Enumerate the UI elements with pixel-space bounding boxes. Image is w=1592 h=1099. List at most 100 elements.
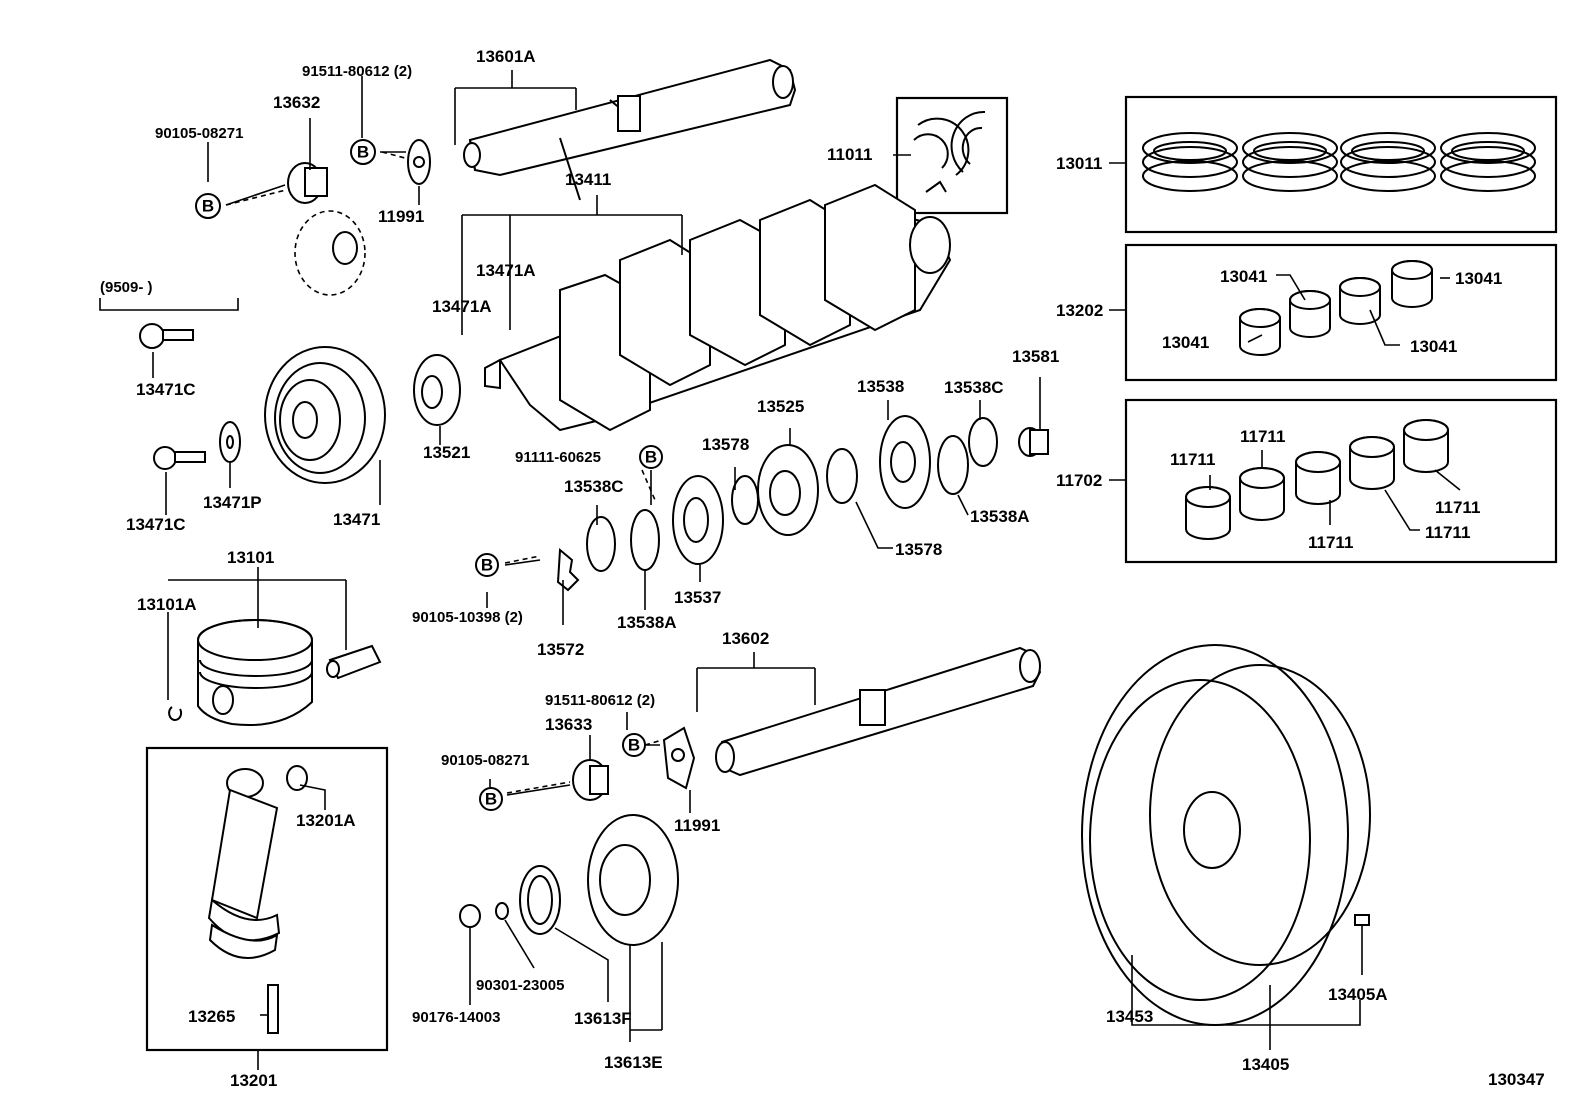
label-13632: 13632 — [273, 93, 320, 112]
label-13581: 13581 — [1012, 347, 1059, 366]
connecting-rod-icon — [207, 765, 308, 1034]
flywheel-icon — [1081, 644, 1371, 1026]
label-13613F: 13613F — [574, 1009, 632, 1028]
balance-shaft-upper-icon — [463, 58, 797, 201]
main-bearing-shell-icon — [1185, 419, 1449, 540]
ref-marker-b-6: B — [479, 787, 503, 811]
thrust-washer-icon — [913, 110, 986, 193]
conrod-bearing-set-box — [1124, 243, 1558, 382]
crankshaft-pulley-icon — [264, 346, 386, 484]
ref-marker-b-1: B — [350, 139, 376, 165]
label-11991-upper: 11991 — [378, 207, 424, 226]
label-13537: 13537 — [674, 588, 721, 607]
label-13538A-right: 13538A — [970, 507, 1030, 526]
gear-plate-icon — [879, 415, 931, 509]
pulley-bolt-lower-icon — [153, 446, 206, 470]
balance-shaft-lower-icon — [715, 646, 1042, 777]
label-11711-b: 11711 — [1240, 427, 1285, 446]
crankshaft-icon — [484, 183, 952, 432]
label-11011: 11011 — [827, 145, 872, 164]
label-90105-08271-lower: 90105-08271 — [441, 752, 529, 769]
connecting-rod-box — [145, 746, 389, 1052]
svg-text:B: B — [202, 197, 214, 216]
label-90105-10398: 90105-10398 (2) — [412, 609, 523, 626]
pulley-washer-icon — [219, 421, 241, 463]
label-13201: 13201 — [230, 1071, 277, 1090]
oil-pump-drive-gear-icon — [757, 444, 819, 536]
idler-shaft-icon — [1018, 427, 1049, 457]
ref-marker-b-2: B — [195, 193, 221, 219]
svg-text:B: B — [645, 448, 657, 467]
label-13538C-left: 13538C — [564, 477, 624, 496]
balance-shaft-gear-upper-icon — [287, 162, 328, 204]
ref-marker-b-5: B — [622, 733, 646, 757]
label-13471C-lower: 13471C — [126, 515, 186, 534]
flange-plate-icon — [556, 547, 580, 592]
label-13101: 13101 — [227, 548, 274, 567]
conrod-bearing-shell-icon — [1239, 260, 1433, 356]
label-11711-d: 11711 — [1308, 533, 1353, 552]
label-13633: 13633 — [545, 715, 592, 734]
label-13578-right: 13578 — [895, 540, 942, 559]
piston-pin-icon — [326, 644, 382, 680]
label-13538C-right: 13538C — [944, 378, 1004, 397]
label-90105-08271-upper: 90105-08271 — [155, 125, 243, 142]
label-13201A: 13201A — [296, 811, 356, 830]
piston-ring-set-icon — [1142, 132, 1536, 192]
ref-marker-b-4: B — [475, 553, 499, 577]
piston-ring-set-box — [1124, 95, 1558, 234]
crankshaft-timing-gear-icon — [413, 354, 461, 426]
label-13265: 13265 — [188, 1007, 235, 1026]
label-13471A-2: 13471A — [432, 297, 492, 316]
label-13202: 13202 — [1056, 301, 1103, 320]
label-13411: 13411 — [565, 170, 611, 189]
label-11711-a: 11711 — [1170, 450, 1215, 469]
label-13578-upper: 13578 — [702, 435, 749, 454]
svg-text:B: B — [357, 143, 369, 162]
label-13041-a: 13041 — [1220, 267, 1267, 286]
label-90176-14003: 90176-14003 — [412, 1009, 500, 1026]
label-13453: 13453 — [1106, 1007, 1153, 1026]
label-13572: 13572 — [537, 640, 584, 659]
svg-text:B: B — [481, 556, 493, 575]
ref-marker-b-3: B — [639, 445, 663, 469]
label-9509: (9509- ) — [100, 279, 153, 296]
label-13011: 13011 — [1056, 154, 1102, 173]
flywheel-pin-icon — [1354, 914, 1370, 926]
piston-icon — [197, 619, 313, 727]
label-91111-60625: 91111-60625 — [515, 449, 601, 466]
ball-bearing-small-icon — [459, 902, 509, 928]
label-13521: 13521 — [423, 443, 470, 462]
oil-seal-icon — [519, 865, 561, 935]
label-13041-b: 13041 — [1455, 269, 1502, 288]
label-11702: 11702 — [1056, 471, 1102, 490]
label-13405A: 13405A — [1328, 985, 1388, 1004]
svg-text:B: B — [628, 736, 640, 755]
leader-lines — [99, 70, 1461, 1070]
pulley-bolt-upper-icon — [139, 323, 194, 349]
label-13471P: 13471P — [203, 493, 262, 512]
label-13471A-1: 13471A — [476, 261, 536, 280]
label-13602: 13602 — [722, 629, 769, 648]
label-13601A: 13601A — [476, 47, 536, 66]
label-91511-80612-upper: 91511-80612 (2) — [302, 63, 412, 80]
label-13538: 13538 — [857, 377, 904, 396]
label-13538A-left: 13538A — [617, 613, 677, 632]
bearing-plate-lower-icon — [662, 726, 696, 790]
label-13613E: 13613E — [604, 1053, 663, 1072]
label-11711-e: 11711 — [1425, 523, 1470, 542]
drawing-number: 130347 — [1488, 1070, 1545, 1089]
label-90301-23005: 90301-23005 — [476, 977, 564, 994]
label-13405: 13405 — [1242, 1055, 1289, 1074]
label-11711-c: 11711 — [1435, 498, 1480, 517]
label-13471C-upper: 13471C — [136, 380, 196, 399]
piston-pin-snap-ring-icon — [168, 706, 183, 721]
balance-drive-gear-icon — [587, 814, 679, 946]
main-bearing-set-box — [1124, 398, 1558, 564]
crank-gear-ghost-icon — [294, 210, 366, 296]
bearing-plate-upper-icon — [407, 139, 431, 185]
drive-gear-washer-icon — [672, 475, 724, 565]
label-91511-80612-lower: 91511-80612 (2) — [545, 692, 655, 709]
